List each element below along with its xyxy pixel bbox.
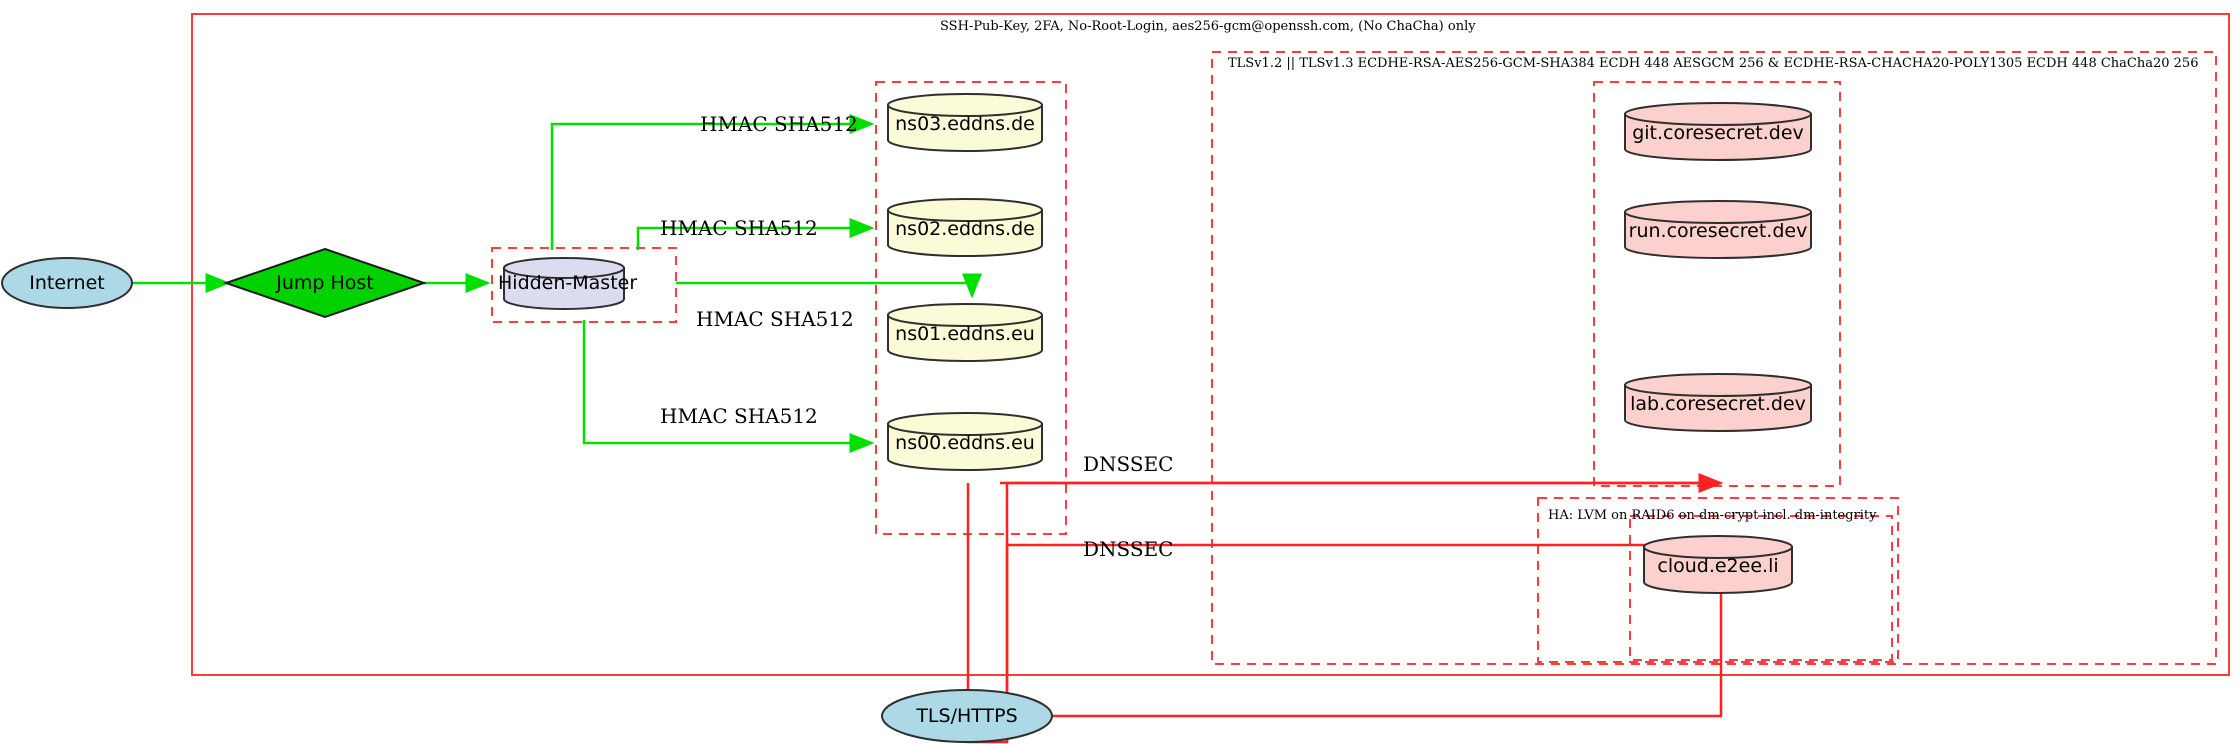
edge-label-dnssec-1: DNSSEC	[1083, 452, 1174, 476]
node-ns00-shape[interactable]	[887, 412, 1043, 471]
cluster-dns-zone-border	[875, 81, 1067, 535]
edge-hiddenmaster-ns03	[550, 114, 875, 250]
node-cloud-shape[interactable]	[1643, 535, 1793, 594]
node-tlshttps-shape[interactable]	[881, 689, 1053, 743]
cluster-ha-border	[1537, 497, 1899, 663]
node-ns01-shape[interactable]	[887, 303, 1043, 362]
cluster-tls-border	[1211, 51, 2217, 665]
edge-hiddenmaster-ns00	[582, 320, 875, 453]
node-internet-shape[interactable]	[1, 257, 133, 309]
cluster-label-ssh: SSH-Pub-Key, 2FA, No-Root-Login, aes256-…	[940, 19, 1476, 34]
node-lab-shape[interactable]	[1624, 373, 1812, 432]
node-run-shape[interactable]	[1624, 200, 1812, 259]
edge-label-dnssec-2: DNSSEC	[1083, 537, 1174, 561]
edge-tlshttps-right	[1052, 546, 1723, 718]
edge-label-hmac-ns03: HMAC SHA512	[700, 112, 858, 136]
edge-label-hmac-ns01: HMAC SHA512	[696, 307, 854, 331]
cluster-label-tls: TLSv1.2 || TLSv1.3 ECDHE-RSA-AES256-GCM-…	[1228, 56, 2199, 71]
cluster-cloud-zone-border	[1629, 515, 1893, 661]
edge-hiddenmaster-ns01	[676, 273, 982, 299]
node-jumphost-shape[interactable]	[222, 247, 428, 319]
edge-label-hmac-ns02: HMAC SHA512	[660, 216, 818, 240]
edge-hiddenmaster-ns02	[636, 218, 875, 250]
cluster-label-ha: HA: LVM on RAID6 on dm-crypt incl. dm-in…	[1548, 508, 1877, 523]
node-git-shape[interactable]	[1624, 102, 1812, 161]
edge-label-hmac-ns00: HMAC SHA512	[660, 404, 818, 428]
node-ns02-shape[interactable]	[887, 198, 1043, 257]
cluster-ssh-border	[191, 13, 2230, 676]
node-ns03-shape[interactable]	[887, 93, 1043, 152]
node-hidden-master-shape[interactable]	[503, 257, 625, 310]
